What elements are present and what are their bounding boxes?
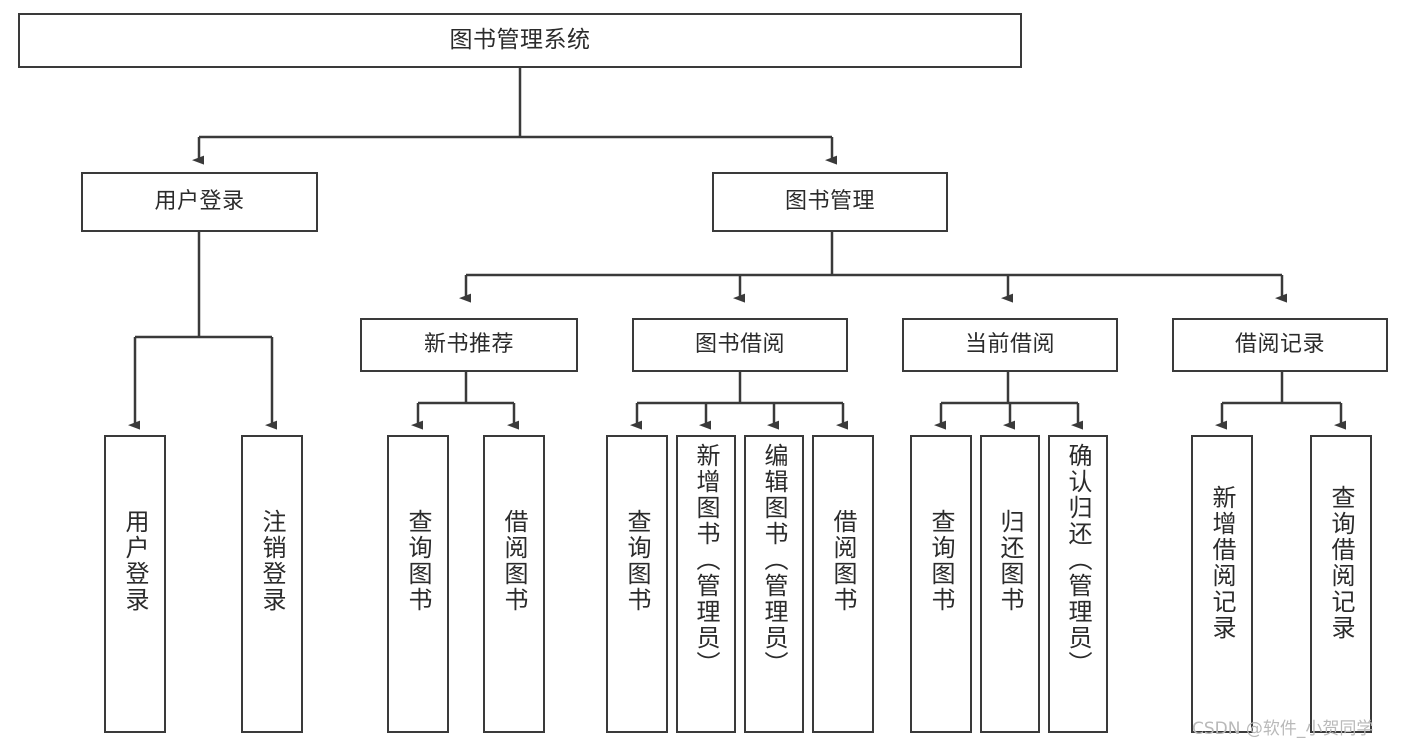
node-borrow-record[interactable]: 借阅记录 (1172, 318, 1388, 372)
node-leaf-add-record[interactable]: 新增借阅记录 (1191, 435, 1253, 733)
node-leaf-borrow-book-2[interactable]: 借阅图书 (812, 435, 874, 733)
node-leaf-add-book[interactable]: 新增图书（管理员） (676, 435, 736, 733)
node-leaf-return-book-label: 归还图书 (996, 509, 1024, 613)
node-book-borrow[interactable]: 图书借阅 (632, 318, 848, 372)
node-book-manage-label: 图书管理 (784, 189, 875, 215)
node-leaf-query-record-label: 查询借阅记录 (1327, 485, 1355, 641)
node-current-borrow[interactable]: 当前借阅 (902, 318, 1118, 372)
node-leaf-query-book-1-label: 查询图书 (404, 509, 432, 613)
node-leaf-borrow-book-1[interactable]: 借阅图书 (483, 435, 545, 733)
node-leaf-query-book-3-label: 查询图书 (927, 509, 955, 613)
node-leaf-logout[interactable]: 注销登录 (241, 435, 303, 733)
node-leaf-query-book-1[interactable]: 查询图书 (387, 435, 449, 733)
node-leaf-query-book-2[interactable]: 查询图书 (606, 435, 668, 733)
node-leaf-add-record-label: 新增借阅记录 (1208, 485, 1236, 641)
node-leaf-edit-book-label: 编辑图书（管理员） (760, 443, 788, 677)
node-leaf-logout-label: 注销登录 (258, 509, 286, 613)
node-leaf-confirm-return-label: 确认归还（管理员） (1064, 443, 1092, 677)
node-book-borrow-label: 图书借阅 (694, 332, 785, 358)
node-leaf-query-book-2-label: 查询图书 (623, 509, 651, 613)
node-leaf-borrow-book-1-label: 借阅图书 (500, 509, 528, 613)
node-book-manage[interactable]: 图书管理 (712, 172, 948, 232)
node-new-book-rec[interactable]: 新书推荐 (360, 318, 578, 372)
node-leaf-user-login-label: 用户登录 (121, 509, 149, 613)
node-user-login-label: 用户登录 (154, 189, 245, 215)
node-root-label: 图书管理系统 (449, 27, 591, 54)
csdn-watermark: CSDN @软件_小贺同学 (1192, 719, 1374, 739)
node-user-login[interactable]: 用户登录 (81, 172, 318, 232)
node-leaf-query-book-3[interactable]: 查询图书 (910, 435, 972, 733)
node-borrow-record-label: 借阅记录 (1234, 332, 1325, 358)
node-leaf-confirm-return[interactable]: 确认归还（管理员） (1048, 435, 1108, 733)
node-leaf-query-record[interactable]: 查询借阅记录 (1310, 435, 1372, 733)
node-current-borrow-label: 当前借阅 (964, 332, 1055, 358)
node-root[interactable]: 图书管理系统 (18, 13, 1022, 68)
node-new-book-rec-label: 新书推荐 (423, 332, 514, 358)
node-leaf-return-book[interactable]: 归还图书 (980, 435, 1040, 733)
node-leaf-user-login[interactable]: 用户登录 (104, 435, 166, 733)
node-leaf-borrow-book-2-label: 借阅图书 (829, 509, 857, 613)
node-leaf-edit-book[interactable]: 编辑图书（管理员） (744, 435, 804, 733)
node-leaf-add-book-label: 新增图书（管理员） (692, 443, 720, 677)
